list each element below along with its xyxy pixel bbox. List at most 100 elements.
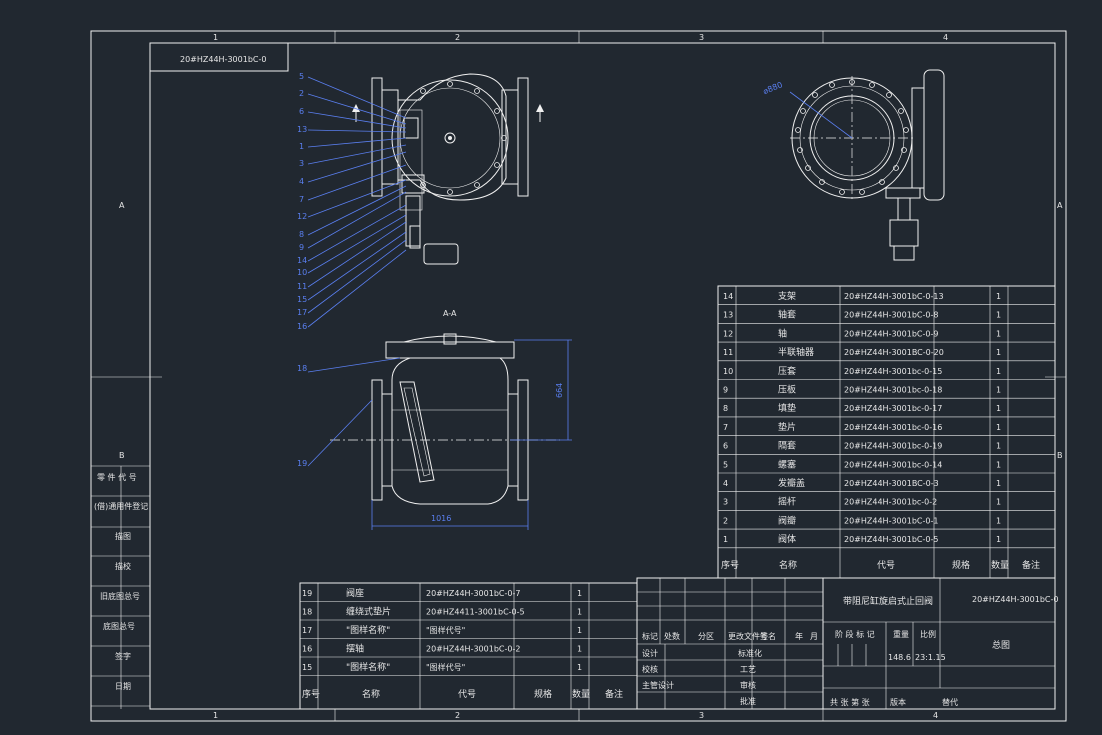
bom-lower-header-no: 序号 [302,688,320,700]
zone-top-3: 3 [699,33,704,42]
zone-bottom-2: 2 [455,711,460,720]
bom-row-qty: 1 [996,292,1001,301]
dim-height: 664 [555,383,564,398]
stamp-part-code: 零 件 代 号 [97,472,137,482]
bom-row-no: 3 [723,498,728,507]
dim-length: 1016 [431,514,451,523]
bom-row-name: 压套 [778,365,796,377]
tb-stage: 阶 段 标 记 [835,629,875,639]
balloon-labels: 5 2 6 13 1 3 4 7 12 8 9 14 10 11 15 17 1… [297,72,307,331]
bom-row-no: 7 [723,423,728,432]
bom-row-no: 2 [723,516,728,525]
inner-frame [149,42,1056,710]
bom-row-code: 20#HZ44H-3001bC-0-13 [844,292,944,301]
bom-lower-row-code: "图样代号" [426,662,465,672]
bom-row-name: 阀体 [778,533,796,545]
drawing-no-top: 20#HZ44H-3001bC-0 [180,55,266,64]
bom-lower-header-name: 名称 [362,688,380,700]
bom-lower-row-qty: 1 [577,626,582,635]
tb-role-approve: 批准 [740,696,756,706]
bom-lower-row-qty: 1 [577,589,582,598]
balloon-2: 2 [299,89,304,98]
bom-row-no: 4 [723,479,728,488]
bom-lower-row-no: 19 [302,589,312,598]
balloon-10: 10 [297,268,307,277]
balloon-18: 18 [297,364,307,373]
tb-total-drawing: 总图 [992,639,1010,651]
bom-row-qty: 1 [996,386,1001,395]
tb-version: 版本 [890,697,906,707]
bom-lower-row-name: 阀座 [346,587,364,599]
balloon-14: 14 [297,256,307,265]
balloon-leaders [307,76,407,328]
bom-row-name: 轴 [778,327,787,339]
stamp-trace: 描图 [115,531,131,541]
balloon-12: 12 [297,212,307,221]
bom-row-no: 5 [723,460,728,469]
tb-role-standard: 标准化 [738,648,762,658]
stamp-old-base: 旧底图总号 [100,591,140,601]
balloon-5: 5 [299,72,304,81]
tb-change-no: 更改文件号 [728,631,768,641]
bom-lower-row-no: 16 [302,645,312,654]
tb-mark: 标记 [642,631,658,641]
bom-header-name: 名称 [779,559,797,571]
tb-weight: 重量 [893,629,909,639]
balloon-1: 1 [299,142,304,151]
tb-role-review: 审核 [740,680,756,690]
zone-left-b: B [119,451,125,460]
bom-row-name: 摇杆 [778,496,796,508]
side-view [789,69,945,261]
tb-sign: 签名 [760,631,776,641]
bom-row-name: 半联轴器 [778,346,814,358]
bom-row-code: 20#HZ44H-3001bC-0-1 [844,516,938,525]
zone-bottom-3: 3 [699,711,704,720]
bom-row-qty: 1 [996,404,1001,413]
view-label: A-A [443,309,457,318]
bom-row-no: 10 [723,367,733,376]
balloon-13: 13 [297,125,307,134]
bom-lower-header-note: 备注 [605,688,623,700]
stamp-sign: 签字 [115,651,131,661]
bom-row-qty: 1 [996,498,1001,507]
balloon-15: 15 [297,295,307,304]
bom-row-no: 12 [723,329,733,338]
balloon-4: 4 [299,177,304,186]
section-dimensions [307,339,572,530]
balloon-7: 7 [299,195,304,204]
bom-row-qty: 1 [996,442,1001,451]
drawing-no-box [149,42,289,72]
bom-row-name: 发瓣盖 [778,477,805,489]
bom-row-qty: 1 [996,348,1001,357]
zone-top-4: 4 [943,33,948,42]
bom-row-code: 20#HZ44H-3001bc-0-15 [844,367,942,376]
bom-row-qty: 1 [996,329,1001,338]
bom-lower-row-name: "图样名称" [346,624,390,636]
bom-row-no: 1 [723,535,728,544]
bom-row-no: 13 [723,311,733,320]
stamp-trace-check: 描校 [115,561,131,571]
stamp-date: 日期 [115,682,131,691]
bom-lower-header-spec: 规格 [534,688,552,700]
bom-row-code: 20#HZ44H-3001bc-0-14 [844,460,942,469]
bom-row-code: 20#HZ44H-3001bC-0-8 [844,311,938,320]
zone-right-b: B [1057,451,1063,460]
stamp-borrowed: (借)通用件登记 [94,501,148,511]
bom-lower-row-name: 摆轴 [346,643,364,655]
bom-row-name: 支架 [778,290,796,302]
bom-lower-row-code: 20#HZ44H-3001bC-0-2 [426,645,520,654]
bom-row-name: 垫片 [778,421,796,433]
zone-top-1: 1 [213,33,218,42]
bom-row-no: 6 [723,442,728,451]
zone-ticks [91,31,1066,721]
tb-year: 年 [795,631,803,641]
bom-header-spec: 规格 [952,559,970,571]
front-view [352,73,544,265]
bom-header-code: 代号 [877,560,895,571]
tb-replace: 替代 [942,697,958,707]
balloon-3: 3 [299,159,304,168]
stamp-base: 底图总号 [103,621,135,631]
